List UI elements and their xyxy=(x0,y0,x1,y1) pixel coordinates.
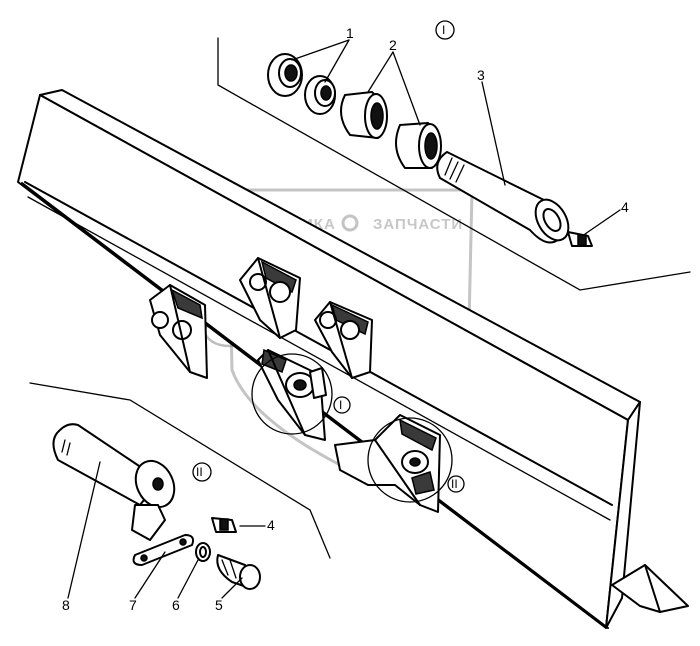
bracket-upper-pair xyxy=(239,257,301,339)
callout-8: 8 xyxy=(62,597,70,613)
watermark-gear-icon xyxy=(341,214,359,232)
pin-3 xyxy=(436,151,570,244)
bushing-2b xyxy=(395,122,442,169)
detail-circle-1 xyxy=(251,353,333,435)
blade-body xyxy=(17,89,689,629)
callout-1: 1 xyxy=(346,25,354,41)
callout-7: 7 xyxy=(129,597,137,613)
bushing-2a xyxy=(340,91,388,139)
grease-fitting-4a xyxy=(567,231,593,247)
callout-6: 6 xyxy=(172,597,180,613)
grease-fitting-4b xyxy=(211,517,237,533)
detail-circle-2 xyxy=(367,417,453,503)
detail-view-1-frame xyxy=(217,37,691,291)
bracket-middle xyxy=(314,301,373,379)
bracket-detail-1 xyxy=(257,348,327,441)
marker-detail-1: I xyxy=(339,398,342,412)
callout-2: 2 xyxy=(389,37,397,53)
callout-4-top: 4 xyxy=(621,199,629,215)
nut-1b xyxy=(304,75,336,115)
marker-view-1-title: I xyxy=(442,23,445,37)
bracket-left xyxy=(149,284,208,379)
detail-view-2-frame xyxy=(29,382,331,559)
callout-3: 3 xyxy=(477,67,485,83)
callout-5: 5 xyxy=(215,597,223,613)
callouts: 1 2 3 4 4 5 6 7 8 xyxy=(62,25,629,613)
bolt-5 xyxy=(216,554,261,590)
detail-markers: I II I II xyxy=(192,20,465,493)
lock-plate-7 xyxy=(132,534,195,566)
leader-lines xyxy=(67,39,621,599)
pin-8 xyxy=(52,423,176,541)
callout-4-bottom: 4 xyxy=(267,517,275,533)
watermark-right-word: ЗАПЧАСТИ xyxy=(373,216,463,233)
marker-detail-2: II xyxy=(451,477,458,491)
washer-6 xyxy=(195,542,211,562)
bracket-detail-2 xyxy=(334,414,441,513)
marker-view-2-title: II xyxy=(196,465,203,479)
nut-1a xyxy=(267,53,303,97)
